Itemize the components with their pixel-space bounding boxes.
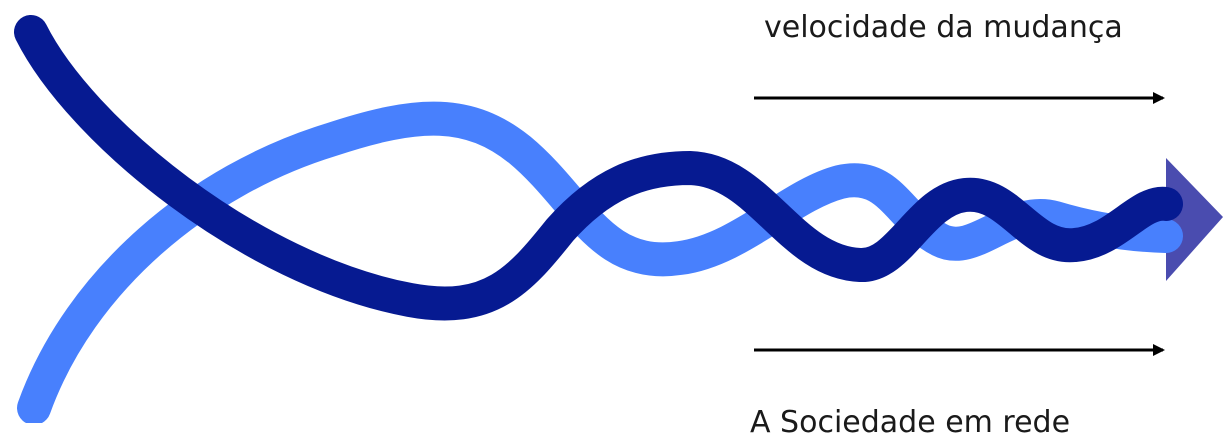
network-society-label: A Sociedade em rede xyxy=(750,405,1071,440)
helix-diagram xyxy=(14,15,1223,423)
speed-of-change-label: velocidade da mudança xyxy=(764,10,1123,45)
helix-arrowhead-icon xyxy=(1166,158,1223,281)
dark-strand xyxy=(14,15,1183,321)
light-strand xyxy=(17,101,1183,423)
